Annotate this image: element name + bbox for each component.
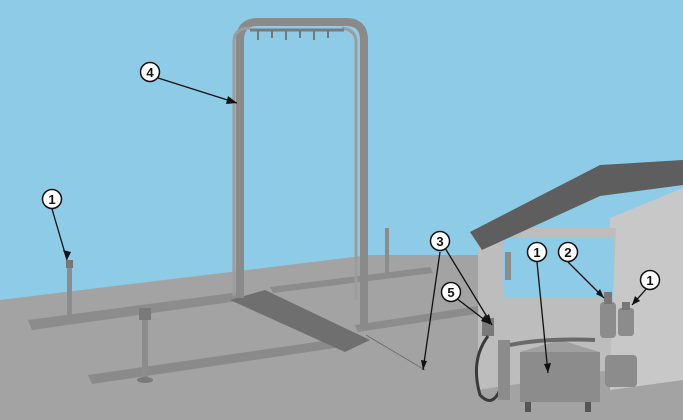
gantry-base bbox=[230, 290, 370, 352]
callout-4-number: 4 bbox=[146, 65, 154, 80]
front-left-rail bbox=[28, 292, 245, 330]
callout-1-right: 1 bbox=[639, 269, 661, 291]
callout-3: 3 bbox=[429, 230, 451, 252]
filter-right bbox=[618, 302, 634, 336]
callout-1-pump: 1 bbox=[526, 241, 548, 263]
pump-unit bbox=[520, 340, 600, 412]
support-post bbox=[137, 308, 153, 383]
callout-1-pump-number: 1 bbox=[533, 245, 540, 260]
wash-gantry-frame bbox=[232, 18, 426, 371]
rear-post bbox=[385, 228, 389, 273]
callout-1-left-number: 1 bbox=[48, 192, 55, 207]
callout-2: 2 bbox=[557, 241, 579, 263]
callout-5-number: 5 bbox=[447, 285, 454, 300]
callout-3-number: 3 bbox=[436, 234, 443, 249]
filter-housing bbox=[600, 292, 616, 338]
callout-1-left: 1 bbox=[41, 188, 63, 210]
rear-rail bbox=[270, 267, 433, 293]
front-rail bbox=[88, 340, 335, 384]
water-tank bbox=[605, 355, 637, 387]
callout-4: 4 bbox=[139, 61, 161, 83]
callout-5: 5 bbox=[440, 281, 462, 303]
callout-1-right-number: 1 bbox=[646, 273, 653, 288]
callout-arrowheads bbox=[63, 96, 640, 373]
supply-hose-lines bbox=[498, 337, 596, 400]
callout-2-number: 2 bbox=[564, 245, 571, 260]
right-rail bbox=[355, 306, 482, 332]
callout-leaders bbox=[51, 77, 649, 374]
spray-post-left bbox=[66, 260, 73, 315]
